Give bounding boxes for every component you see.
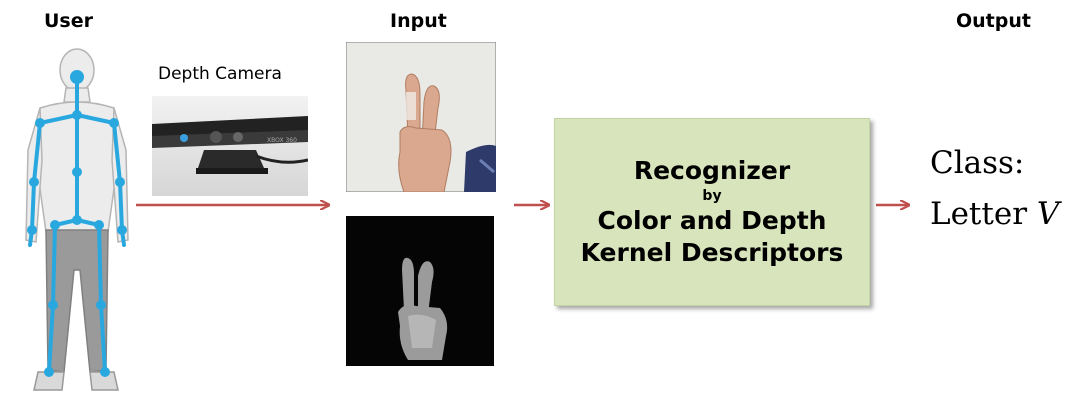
recognizer-box: Recognizer by Color and Depth Kernel Des…: [554, 118, 870, 306]
recognizer-line-color-depth: Color and Depth: [597, 206, 827, 235]
color-hand-image: [346, 42, 496, 192]
depth-hand-image: [346, 216, 494, 366]
output-value-letter: V: [1036, 196, 1060, 232]
camera-brand-text: XBOX 360: [267, 137, 297, 144]
output-header: Output: [956, 10, 1031, 32]
output-value-prefix: Letter: [930, 196, 1037, 232]
depth-camera-label: Depth Camera: [158, 64, 282, 84]
recognizer-title: Recognizer: [633, 156, 791, 185]
depth-camera-photo: XBOX 360: [152, 96, 308, 196]
user-header: User: [44, 10, 93, 32]
output-class-value: Letter V: [930, 196, 1059, 232]
recognizer-line-kernel: Kernel Descriptors: [580, 238, 844, 267]
recognizer-by: by: [702, 188, 722, 204]
user-skeleton-figure: [25, 48, 129, 391]
input-header: Input: [390, 10, 447, 32]
output-class-label: Class:: [930, 145, 1025, 181]
